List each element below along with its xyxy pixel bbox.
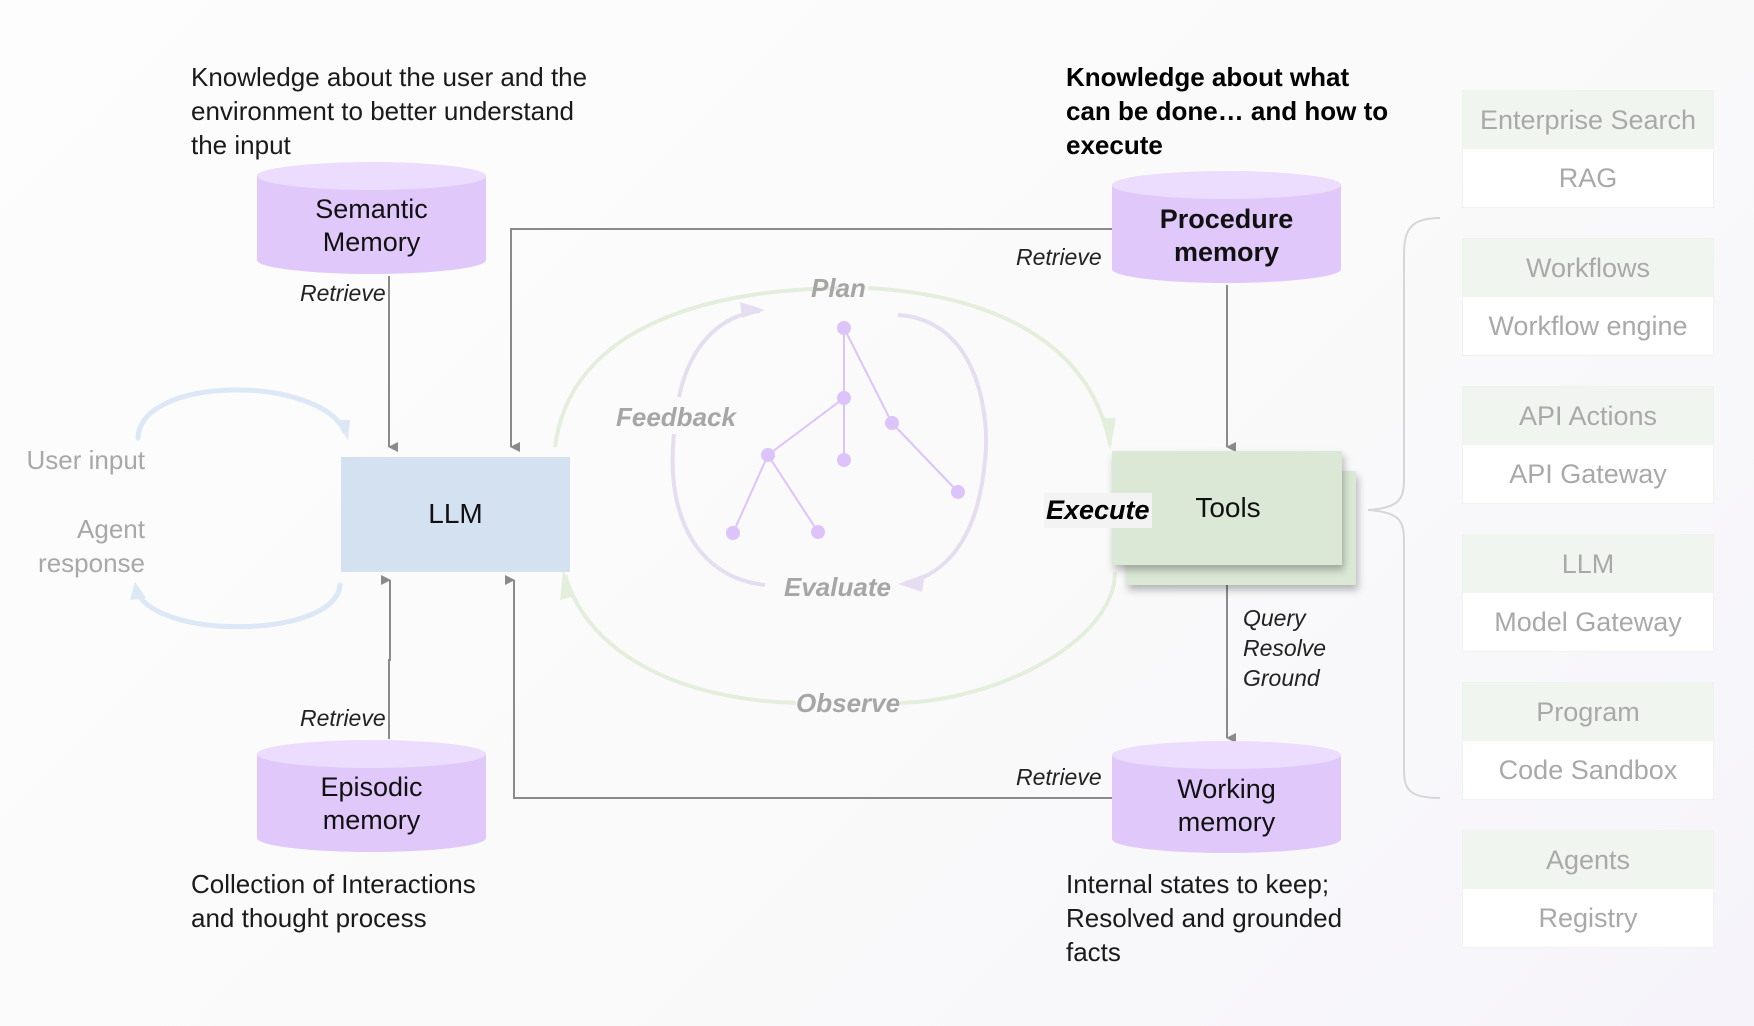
description-line: and thought process	[191, 903, 427, 933]
service-implementation: API Gateway	[1463, 445, 1713, 503]
retrieve-label-working: Retrieve	[1016, 764, 1102, 790]
label-line: Working	[1177, 774, 1276, 804]
evaluate-label: Evaluate	[784, 572, 891, 602]
label-line: memory	[1177, 807, 1276, 837]
tree-node	[837, 391, 851, 405]
semantic-memory-cylinder[interactable]	[257, 162, 486, 275]
tree-node	[885, 416, 899, 430]
tools-node[interactable]	[1112, 451, 1356, 585]
service-implementation: RAG	[1463, 149, 1713, 207]
description-line: can be done… and how to	[1066, 96, 1389, 126]
tree-node	[811, 525, 825, 539]
service-category: Program	[1463, 683, 1713, 741]
label-line: memory	[322, 805, 421, 835]
label-line: response	[38, 548, 145, 578]
user-input-label: User input	[26, 445, 146, 475]
retrieve-label-episodic: Retrieve	[300, 705, 386, 731]
working-memory-cylinder[interactable]	[1112, 741, 1341, 853]
tree-node	[951, 485, 965, 499]
agent-response-label: Agent response	[38, 512, 145, 580]
label-line: Procedure	[1159, 204, 1294, 234]
label-line: Ground	[1243, 665, 1320, 691]
execute-label: Execute	[1044, 493, 1152, 528]
service-implementation: Model Gateway	[1463, 593, 1713, 651]
description-line: Knowledge about the user and the	[191, 62, 588, 92]
episodic-memory-cylinder[interactable]	[257, 740, 486, 853]
service-category: API Actions	[1463, 387, 1713, 445]
retrieval-arrows	[381, 228, 1236, 799]
plan-tree	[726, 321, 965, 540]
tree-edge	[767, 397, 845, 456]
procedure-memory-description: Knowledge about what can be done… and ho…	[1066, 60, 1388, 162]
tree-edge	[843, 327, 893, 424]
tree-edge	[891, 422, 959, 493]
description-line: execute	[1066, 130, 1163, 160]
semantic-memory-label: Semantic Memory	[257, 193, 486, 259]
tree-node	[726, 526, 740, 540]
description-line: the input	[191, 130, 291, 160]
feedback-evaluate-loop	[670, 302, 989, 592]
plan-observe-loop	[553, 286, 1117, 705]
tree-edge	[732, 454, 769, 534]
working-memory-description: Internal states to keep; Resolved and gr…	[1066, 867, 1342, 969]
query-resolve-ground-label: Query Resolve Ground	[1243, 603, 1326, 693]
tree-node	[837, 453, 851, 467]
description-line: Collection of Interactions	[191, 869, 476, 899]
tree-node	[837, 321, 851, 335]
feedback-label: Feedback	[616, 402, 736, 432]
tools-label: Tools	[1195, 492, 1261, 523]
working-memory-label: Working memory	[1112, 773, 1341, 839]
episodic-memory-description: Collection of Interactions and thought p…	[191, 867, 476, 935]
label-line: Episodic	[320, 772, 423, 802]
label-line: Resolve	[1243, 635, 1327, 661]
service-implementation: Code Sandbox	[1463, 741, 1713, 799]
label-line: Memory	[322, 227, 421, 257]
procedure-memory-label: Procedure memory	[1112, 203, 1341, 269]
arrow-episodic-to-llm	[381, 575, 391, 739]
llm-node[interactable]	[341, 457, 570, 572]
tree-node	[761, 448, 775, 462]
service-category: Agents	[1463, 831, 1713, 889]
plan-label: Plan	[811, 273, 866, 303]
arrow-procedure-to-llm	[510, 228, 1112, 452]
retrieve-label-procedure: Retrieve	[1016, 244, 1102, 270]
description-line: facts	[1066, 937, 1121, 967]
service-implementation: Workflow engine	[1463, 297, 1713, 355]
description-line: Internal states to keep;	[1066, 869, 1330, 899]
label-line: memory	[1173, 237, 1280, 267]
label-line: Semantic	[315, 194, 428, 224]
tree-edge	[767, 454, 819, 533]
services-bracket	[1367, 217, 1441, 799]
llm-label: LLM	[428, 498, 483, 529]
service-category: LLM	[1463, 535, 1713, 593]
service-implementation: Registry	[1463, 889, 1713, 947]
description-line: Resolved and grounded	[1066, 903, 1343, 933]
procedure-memory-cylinder[interactable]	[1112, 171, 1341, 283]
retrieve-label-semantic: Retrieve	[300, 280, 386, 306]
service-category: Workflows	[1463, 239, 1713, 297]
label-line: Agent	[77, 514, 145, 544]
observe-label: Observe	[796, 688, 901, 718]
episodic-memory-label: Episodic memory	[257, 771, 486, 837]
semantic-memory-description: Knowledge about the user and the environ…	[191, 60, 587, 162]
description-line: environment to better understand	[191, 96, 575, 126]
arrow-working-to-llm	[505, 575, 1112, 799]
service-category: Enterprise Search	[1463, 91, 1713, 149]
description-line: Knowledge about what	[1066, 62, 1350, 92]
label-line: Query	[1243, 605, 1306, 631]
user-input-loop	[130, 387, 350, 630]
